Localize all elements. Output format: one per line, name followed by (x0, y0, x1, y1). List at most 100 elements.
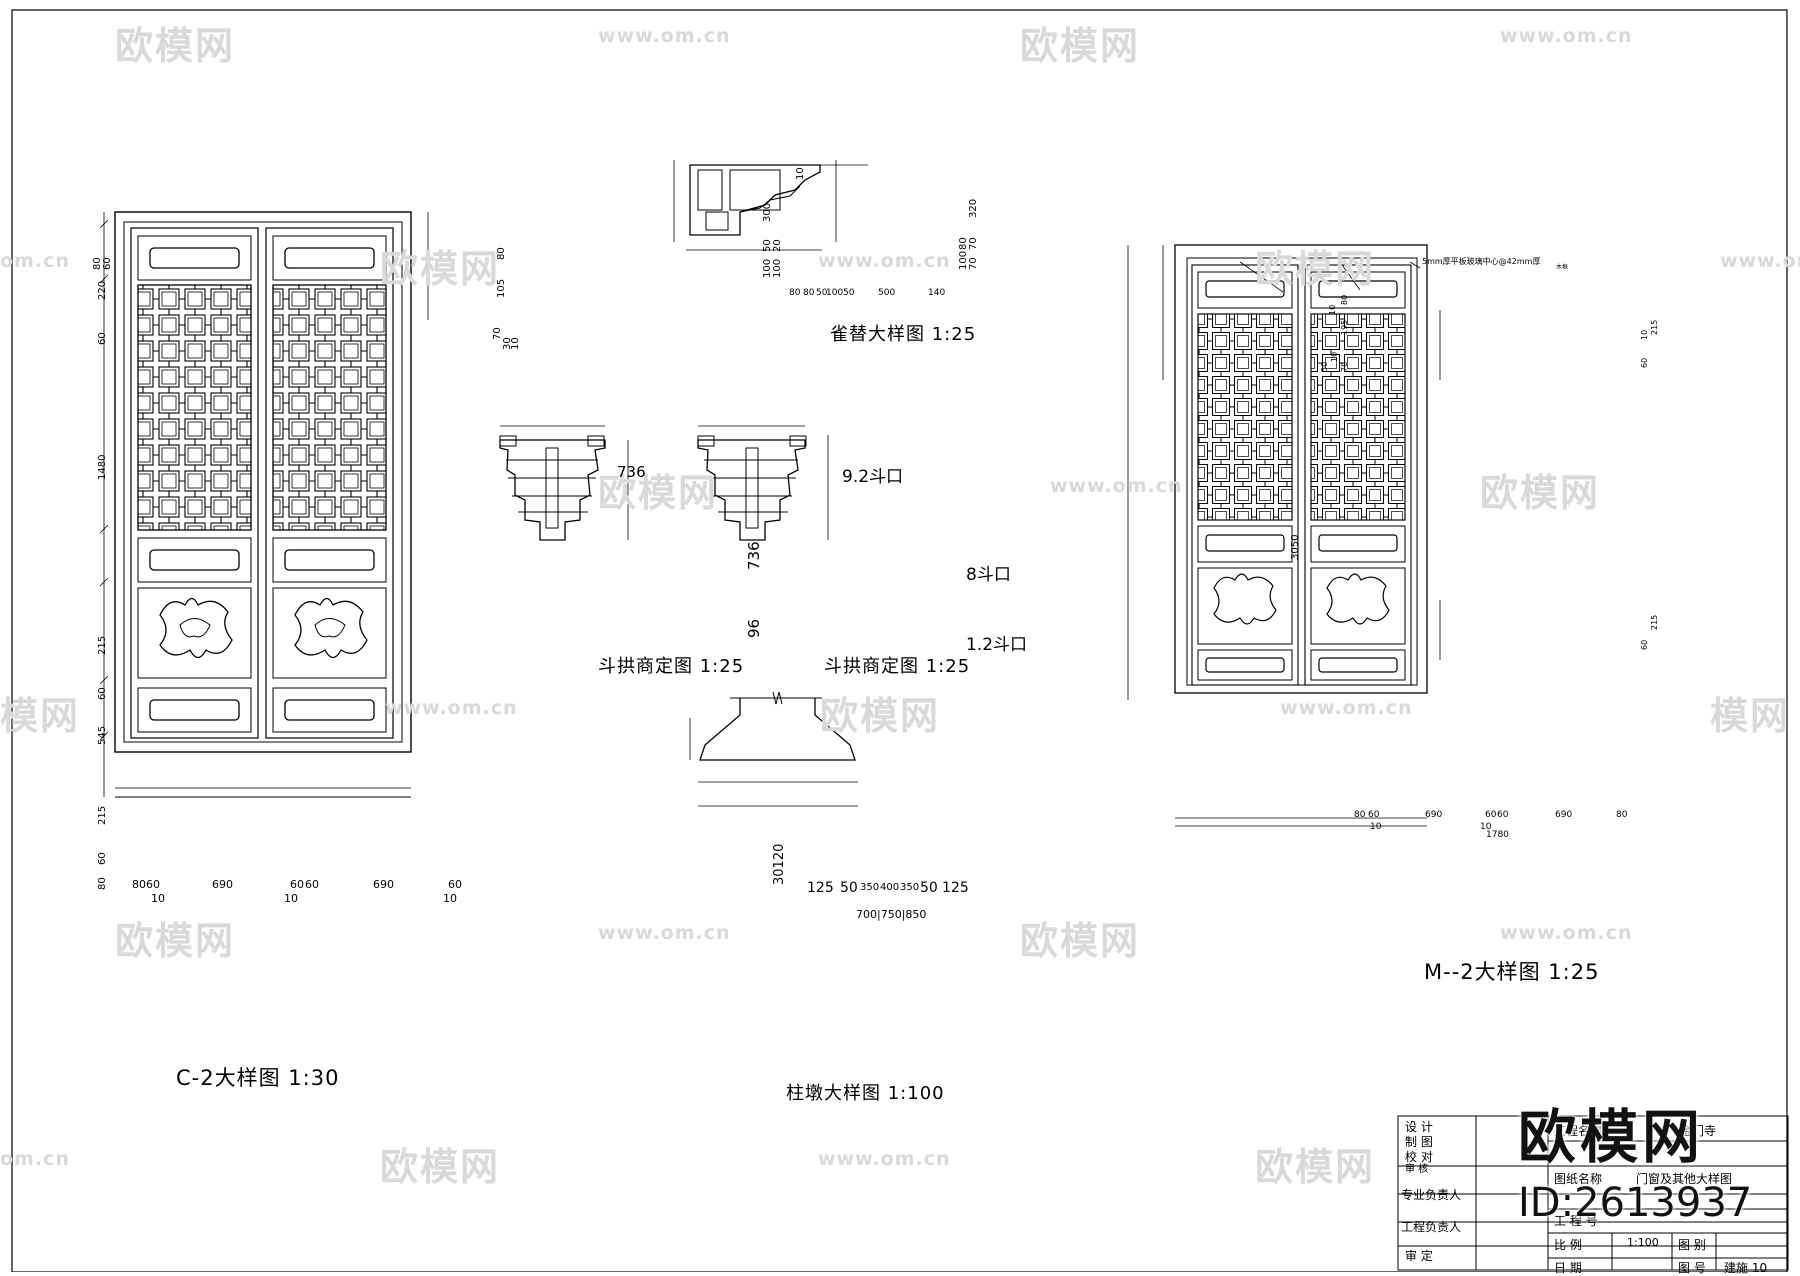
door-left-top-dim: 70 (1340, 361, 1349, 372)
window-bottom-dim: 60 (448, 878, 462, 891)
window-bottom-dim: 690 (212, 878, 233, 891)
tb-row-label: 工程负责人 (1401, 1220, 1462, 1234)
window-bottom-small-dim: 10 (151, 892, 165, 905)
tb-drawing-label: 图纸名称 (1554, 1172, 1603, 1186)
title-block (1397, 1115, 1789, 1271)
tb-project-value: 金门寺 (1680, 1124, 1717, 1138)
window-left-dim: 80 (97, 877, 108, 890)
door-left-top-dim: 30 (1320, 361, 1329, 372)
tb-row-label: 设 计 (1405, 1120, 1433, 1134)
window-bottom-dim: 60 (290, 878, 304, 891)
plinth-row-dim: 350 (860, 882, 880, 893)
window-right-dim: 10 (510, 337, 521, 350)
tb-date-label: 日 期 (1554, 1261, 1582, 1275)
tb-scale-value: 1:100 (1627, 1236, 1659, 1249)
plinth-total-dim: 700|750|850 (856, 908, 927, 921)
window-bottom-dim: 60 (146, 878, 160, 891)
door-bottom-small-dim: 10 (1370, 822, 1382, 832)
caption-door-m2: M--2大样图 1:25 (1424, 960, 1600, 984)
dougong-b-side: 8斗口 (966, 565, 1011, 585)
window-bottom-dim: 690 (373, 878, 394, 891)
window-bottom-small-dim: 10 (284, 892, 298, 905)
door-bottom-dim: 690 (1555, 810, 1573, 820)
plinth-detail (689, 691, 858, 807)
door-bottom-dim: 60 (1485, 810, 1497, 820)
queti-right-dim: 320 (968, 198, 979, 218)
queti-right-dim: 70 (968, 237, 979, 250)
queti-bracket-detail (673, 160, 868, 251)
plinth-row-dim: 50 (840, 880, 858, 896)
tb-category-label: 图 别 (1678, 1238, 1706, 1252)
caption-dougong-a: 斗拱商定图 1:25 (598, 656, 745, 677)
window-right-dim: 80 (496, 247, 507, 260)
tb-sheet-label: 图 号 (1678, 1261, 1706, 1275)
caption-dougong-b: 斗拱商定图 1:25 (824, 656, 971, 677)
sheet-border (11, 9, 1788, 1272)
door-right-dim: 60 (1640, 639, 1649, 650)
door-right-dim: 10 (1640, 329, 1649, 340)
window-left-dim: 545 (97, 725, 108, 745)
window-left-dim: 215 (97, 635, 108, 655)
window-left-dim: 1480 (97, 454, 108, 480)
queti-left-dim: 100 (772, 258, 783, 278)
window-left-dim: 60 (102, 257, 113, 270)
door-left-top-dim: 10 (1330, 351, 1339, 362)
door-note: 木框 (1556, 264, 1569, 271)
door-bottom-dim: 60 (1368, 810, 1380, 820)
tb-sheet-value: 建施 10 (1724, 1261, 1768, 1275)
window-left-dim: 60 (97, 332, 108, 345)
door-m2-elevation (1127, 244, 1441, 827)
dougong-b-detail (697, 425, 829, 541)
window-bottom-small-dim: 10 (443, 892, 457, 905)
plinth-row-dim: 125 (942, 880, 969, 896)
dougong-a-height: 736 (745, 541, 763, 570)
door-right-dim: 60 (1640, 357, 1649, 368)
door-left-top-dim: 10 (1328, 304, 1337, 315)
dougong-b-top: 9.2斗口 (842, 467, 904, 487)
door-right-dim: 215 (1650, 319, 1659, 335)
door-total-width: 1780 (1486, 830, 1509, 840)
door-left-top-dim: 80 (1340, 294, 1349, 305)
tb-project-label: 工程名称 (1554, 1124, 1603, 1138)
queti-right-dim: 70 (968, 257, 979, 270)
window-left-dim: 215 (97, 805, 108, 825)
window-bottom-dim: 80 (132, 878, 146, 891)
tb-drawing-value: 门窗及其他大样图 (1636, 1172, 1733, 1186)
plinth-row-dim: 400 (880, 882, 900, 893)
window-c2-elevation (99, 211, 429, 798)
plinth-row-dim: 125 (807, 880, 834, 896)
queti-bottom-dim: 50 (816, 288, 828, 298)
tb-row-label: 校 对 (1405, 1150, 1433, 1164)
door-bottom-dim: 60 (1497, 810, 1509, 820)
queti-bottom-dim: 80 (789, 288, 801, 298)
tb-project-no: 工 程 号 (1554, 1214, 1598, 1228)
queti-left-dim: 20 (772, 239, 783, 252)
tb-row-label: 制 图 (1405, 1135, 1433, 1149)
window-bottom-dim: 60 (305, 878, 319, 891)
door-bottom-dim: 80 (1354, 810, 1366, 820)
queti-left-dim: 300 (762, 202, 773, 222)
window-left-dim: 60 (97, 687, 108, 700)
queti-left-dim: 10 (795, 167, 806, 180)
door-bottom-small-dim: 10 (1480, 822, 1492, 832)
queti-bottom-dim: 80 (803, 288, 815, 298)
tb-row-label: 审 定 (1405, 1249, 1433, 1263)
plinth-row-dim: 50 (920, 880, 938, 896)
dougong-a-base: 96 (745, 618, 763, 638)
window-left-dim: 60 (97, 852, 108, 865)
door-bottom-dim: 80 (1616, 810, 1628, 820)
tb-row-label: 审 核 (1405, 1164, 1429, 1175)
plinth-left-dim: 30120 (772, 843, 787, 885)
dougong-b-base: 1.2斗口 (966, 635, 1028, 655)
caption-queti: 雀替大样图 1:25 (830, 324, 977, 345)
window-right-dim: 105 (496, 278, 507, 298)
queti-bottom-dim: 140 (928, 288, 946, 298)
site-logo-badge: 欧模网 (1518, 1103, 1705, 1171)
caption-plinth: 柱墩大样图 1:100 (786, 1083, 945, 1104)
door-bottom-dim: 690 (1425, 810, 1443, 820)
window-left-dim: 220 (97, 280, 108, 300)
door-right-dim: 215 (1650, 614, 1659, 630)
door-left-top-dim: 195 (1340, 319, 1349, 335)
dougong-a-width: 736 (617, 463, 646, 481)
